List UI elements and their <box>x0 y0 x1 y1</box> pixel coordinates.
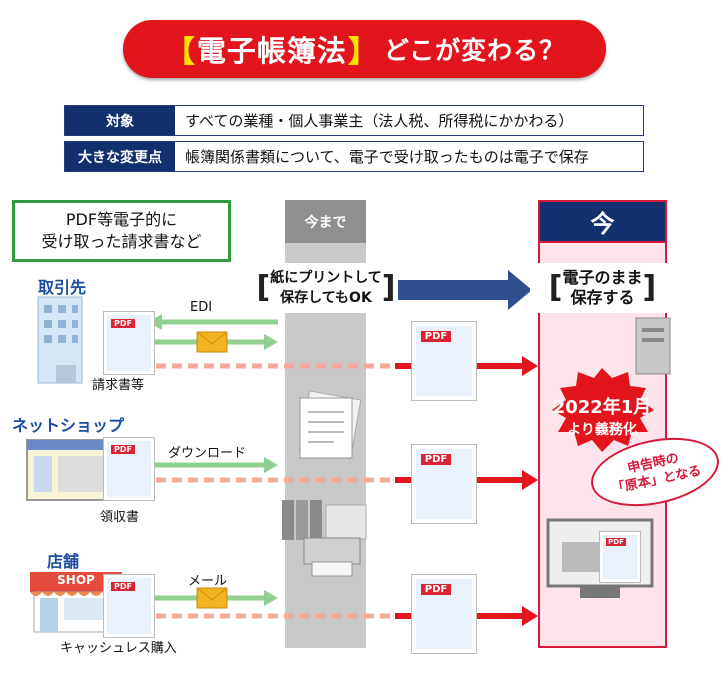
pdf-badge: PDF <box>421 331 451 342</box>
now-rule-line2: 保存する <box>570 288 635 307</box>
before-rule-line1: 紙にプリントして <box>270 270 382 286</box>
electronic-docs-box: PDF等電子的に 受け取った請求書など <box>12 200 231 262</box>
envelope-icon <box>196 331 228 353</box>
pdf-icon-mid-2: PDF <box>412 445 476 523</box>
paper-stack-icon <box>298 390 362 460</box>
binder-printer-icon <box>282 500 367 577</box>
pdf-badge: PDF <box>111 582 135 591</box>
pdf-icon-mid-3: PDF <box>412 575 476 653</box>
electronic-docs-line2: 受け取った請求書など <box>41 232 202 251</box>
now-rule-line1: 電子のまま <box>562 268 643 287</box>
before-rule-box: [ 紙にプリントして 保存してもOK ] <box>256 263 396 313</box>
page-title: 【 電子帳簿法 】 どこが変わる？ <box>123 20 606 78</box>
now-rule-box: [ 電子のまま 保存する ] <box>530 263 675 313</box>
shop-sign: SHOP <box>57 573 95 587</box>
starburst-badge <box>552 368 654 452</box>
method-label-edi: EDI <box>190 300 213 315</box>
title-main: 電子帳簿法 <box>196 34 347 68</box>
electronic-docs-line1: PDF等電子的に <box>65 210 178 229</box>
pdf-badge: PDF <box>421 584 451 595</box>
info-header: 大きな変更点 <box>65 142 175 171</box>
building-icon <box>37 296 83 384</box>
pdf-badge: PDF <box>111 319 135 328</box>
red-arrow-2 <box>522 470 538 490</box>
envelope-icon <box>196 587 228 609</box>
title-bracket-close: 】 <box>347 35 379 70</box>
section-label-partner: 取引先 <box>38 278 87 297</box>
now-column-header: 今 <box>538 200 667 243</box>
pdf-icon-source-3: PDF <box>104 575 154 637</box>
red-arrow-3 <box>522 606 538 626</box>
section-label-store: 店舗 <box>47 552 80 571</box>
pdf-icon-source-1: PDF <box>104 312 154 374</box>
server-icon <box>635 317 671 375</box>
pdf-icon-monitor: PDF <box>600 532 640 582</box>
edi-arrowhead-left <box>148 314 162 330</box>
transition-arrow <box>398 270 532 310</box>
method-label-download: ダウンロード <box>168 446 247 461</box>
info-value: 帳簿関係書類について、電子で受け取ったものは電子で保存 <box>175 142 643 171</box>
info-header: 対象 <box>65 106 175 135</box>
pdf-icon-mid-1: PDF <box>412 322 476 400</box>
doc-label-invoice: 請求書等 <box>92 378 145 393</box>
pdf-badge: PDF <box>606 538 626 546</box>
info-row-target: 対象 すべての業種・個人事業主（法人税、所得税にかかわる） <box>64 105 644 136</box>
before-column-header: 今まで <box>285 200 366 243</box>
info-row-change: 大きな変更点 帳簿関係書類について、電子で受け取ったものは電子で保存 <box>64 141 644 172</box>
badge-line2: より義務化 <box>567 422 637 438</box>
doc-label-receipt: 領収書 <box>100 510 140 525</box>
edi-arrowhead-right <box>264 334 278 350</box>
red-arrow-1 <box>522 356 538 376</box>
badge-line1: 2022年1月 <box>552 397 652 418</box>
before-rule-line2: 保存してもOK <box>280 290 372 306</box>
mandatory-badge-text: 2022年1月 より義務化 <box>532 393 672 439</box>
pdf-badge: PDF <box>111 445 135 454</box>
pdf-icon-source-2: PDF <box>104 438 154 500</box>
pdf-badge: PDF <box>421 454 451 465</box>
doc-label-cashless: キャッシュレス購入 <box>60 641 177 656</box>
section-label-netshop: ネットショップ <box>12 416 125 435</box>
title-bracket-open: 【 <box>164 35 196 70</box>
title-question: どこが変わる？ <box>383 36 566 65</box>
method-label-mail: メール <box>188 574 228 589</box>
info-value: すべての業種・個人事業主（法人税、所得税にかかわる） <box>175 106 643 135</box>
